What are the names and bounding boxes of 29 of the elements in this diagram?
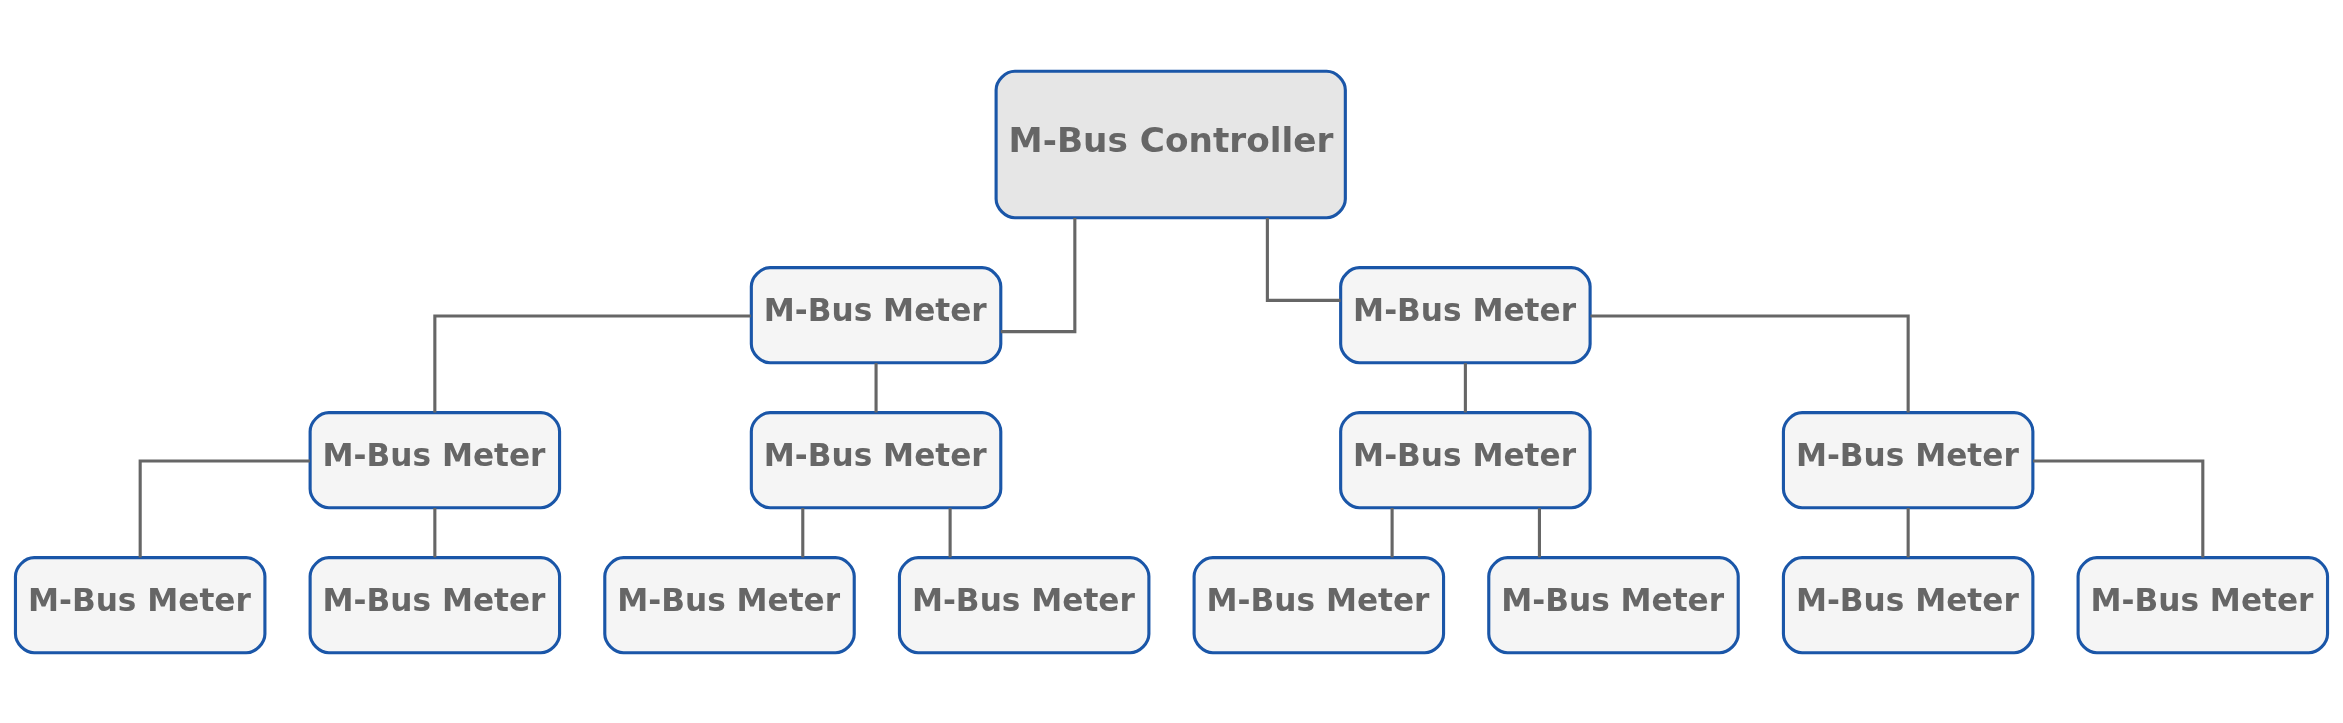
node-box: M-Bus Meter [749,410,1003,509]
connector [948,507,952,557]
node-box: M-Bus Meter [603,555,856,654]
node-box: M-Bus Meter [2076,555,2330,654]
connector [1390,507,1394,557]
connector [138,458,310,558]
connector [433,507,437,557]
node-box: M-Bus Meter [308,410,562,509]
connector [1537,507,1541,557]
connector [1906,507,1910,557]
node-box: M-Bus Controller [994,69,1347,219]
node-box: M-Bus Meter [1192,555,1446,654]
connector [1590,313,1910,413]
node-box: M-Bus Meter [1339,410,1592,509]
connector [801,507,805,557]
connector [1000,217,1077,333]
connector [433,313,751,413]
connector [1463,362,1467,412]
node-box: M-Bus Meter [308,555,562,654]
node-box: M-Bus Meter [1487,555,1740,654]
node-box: M-Bus Meter [749,265,1003,364]
node-box: M-Bus Meter [13,555,267,654]
node-box: M-Bus Meter [1339,265,1592,364]
node-box: M-Bus Meter [1781,410,2035,509]
node-box: M-Bus Meter [1781,555,2035,654]
connector [874,362,878,412]
connector [2033,458,2205,558]
connector [1265,217,1341,302]
node-box: M-Bus Meter [897,555,1151,654]
